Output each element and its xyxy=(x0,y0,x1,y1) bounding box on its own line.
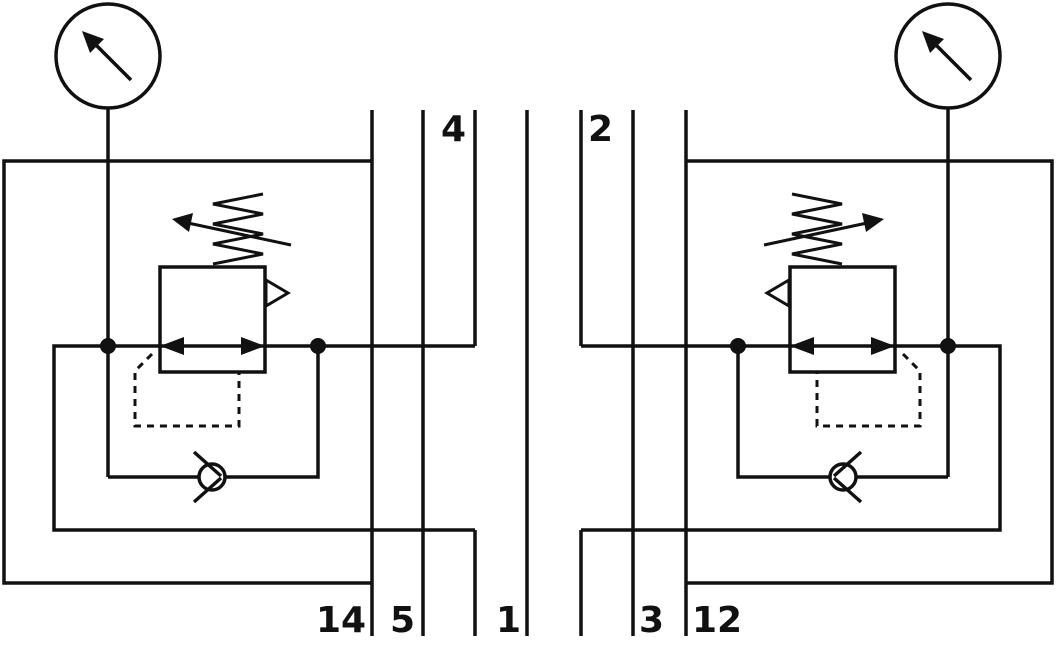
pressure-gauge-icon xyxy=(894,2,1002,110)
port-label-14: 14 xyxy=(316,600,366,641)
left-regulator-assembly xyxy=(52,2,475,532)
flow-arrow-left-icon xyxy=(790,337,814,355)
check-valve-icon xyxy=(828,450,863,504)
flow-arrow-right-icon xyxy=(241,337,265,355)
check-valve-icon xyxy=(192,450,227,504)
pressure-gauge-icon xyxy=(54,2,162,110)
left-housing-outline xyxy=(2,159,372,585)
junction-dot xyxy=(940,338,956,354)
left-pilot-line xyxy=(133,352,241,428)
adjustable-spring-icon xyxy=(172,192,292,266)
pressure-regulator-icon xyxy=(788,265,897,374)
port-label-2: 2 xyxy=(588,109,613,150)
right-regulator-assembly xyxy=(581,2,1002,532)
flow-arrow-left-icon xyxy=(160,337,184,355)
exhaust-triangle-icon xyxy=(264,277,291,309)
left-bypass-line xyxy=(108,346,320,479)
right-bypass-line xyxy=(736,346,948,479)
right-housing-outline xyxy=(686,159,1054,585)
junction-dot xyxy=(310,338,326,354)
flow-arrow-right-icon xyxy=(871,337,895,355)
junction-dot xyxy=(100,338,116,354)
pressure-regulator-icon xyxy=(158,265,267,374)
port-label-1: 1 xyxy=(496,600,521,641)
exhaust-triangle-icon xyxy=(764,277,791,309)
junction-dot xyxy=(730,338,746,354)
right-pilot-line xyxy=(815,352,922,428)
adjustable-spring-icon xyxy=(763,192,884,266)
port-label-12: 12 xyxy=(692,600,742,641)
port-label-3: 3 xyxy=(639,600,664,641)
port-label-5: 5 xyxy=(390,600,415,641)
port-label-4: 4 xyxy=(441,109,466,150)
